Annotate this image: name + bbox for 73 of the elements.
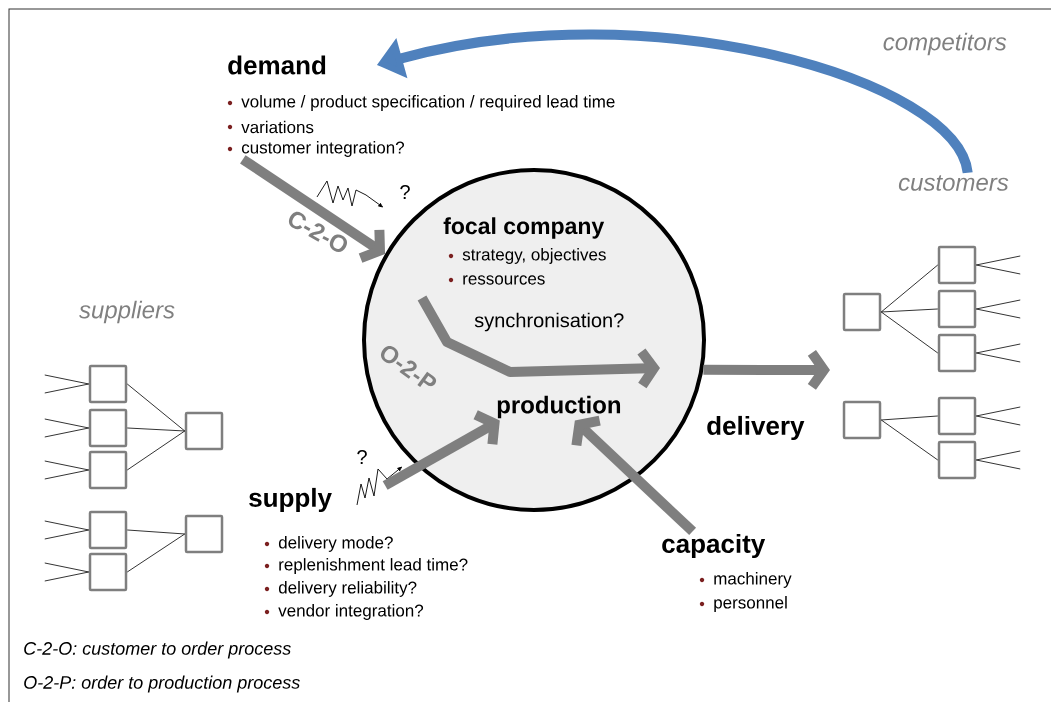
connector-line: [44, 383, 90, 394]
connector-line: [126, 533, 186, 573]
bullet-item: personnel: [714, 596, 787, 612]
bullet-item: replenishment lead time?: [279, 558, 468, 574]
network-box: [88, 450, 128, 490]
connector-line: [975, 406, 1021, 417]
bullet-item: variations: [241, 120, 314, 134]
note: C-2-O: customer to order process: [24, 641, 291, 659]
question-mark: ?: [357, 450, 367, 464]
connector-line: [975, 352, 1021, 363]
network-box: [184, 514, 224, 554]
connector-line: [975, 299, 1021, 310]
arrow: [703, 350, 830, 390]
bullet-item: vendor integration?: [278, 604, 424, 620]
network-box: [88, 552, 128, 592]
group-label: competitors: [883, 32, 1007, 56]
network-box: [88, 364, 128, 404]
connector-line: [975, 415, 1021, 426]
connector-line: [44, 562, 90, 573]
note: O-2-P: order to production process: [24, 675, 300, 693]
connector-line: [880, 311, 939, 354]
connector-line: [44, 529, 90, 540]
bullet-item: delivery reliability?: [278, 581, 417, 597]
network-box: [937, 245, 977, 285]
network-box: [88, 510, 128, 550]
edge-label: delivery: [705, 414, 806, 442]
network-box: [937, 440, 977, 480]
bullet-item: customer integration?: [241, 141, 404, 157]
connector-line: [975, 264, 1021, 275]
bullet-item: machinery: [714, 572, 792, 588]
network-box: [937, 289, 977, 329]
connector-line: [126, 427, 186, 432]
network-box: [184, 411, 224, 451]
connector-line: [44, 418, 90, 429]
connector-line: [44, 374, 90, 385]
connector-line: [880, 415, 939, 421]
network-box: [937, 396, 977, 436]
heading: focal company: [443, 217, 605, 239]
arrow: [240, 155, 386, 263]
question-mark: ?: [400, 185, 410, 199]
connector-line: [975, 459, 1021, 470]
connector-line: [975, 255, 1021, 266]
heading: supply: [249, 487, 332, 513]
connector-line: [975, 450, 1021, 461]
connector-line: [44, 460, 90, 471]
question-text: synchronisation?: [474, 312, 624, 332]
connector-line: [44, 520, 90, 531]
connector-line: [44, 469, 90, 480]
bullet-item: volume / product specification / required lead time: [241, 95, 615, 111]
group-label: customers: [898, 175, 1009, 191]
connector-line: [126, 430, 186, 471]
network-box: [88, 408, 128, 448]
network-box: [842, 292, 882, 332]
network-box: [937, 333, 977, 373]
bullet-item: delivery mode?: [278, 536, 393, 552]
arrow: [382, 410, 500, 490]
connector-line: [44, 427, 90, 438]
heading: capacity: [662, 533, 766, 559]
bullet-item: ressources: [463, 275, 545, 285]
connector-line: [880, 308, 939, 313]
bullet-item: strategy, objectives: [462, 248, 606, 264]
heading: production: [497, 395, 621, 419]
connector-line: [975, 343, 1021, 354]
group-label: suppliers: [79, 300, 175, 324]
connector-line: [44, 571, 90, 582]
connector-line: [975, 308, 1021, 319]
heading: demand: [228, 55, 326, 75]
arrow: [571, 415, 697, 536]
network-box: [842, 400, 882, 440]
connector-line: [126, 383, 186, 432]
connector-line: [126, 529, 186, 535]
connector-line: [880, 264, 939, 313]
connector-line: [880, 419, 939, 461]
